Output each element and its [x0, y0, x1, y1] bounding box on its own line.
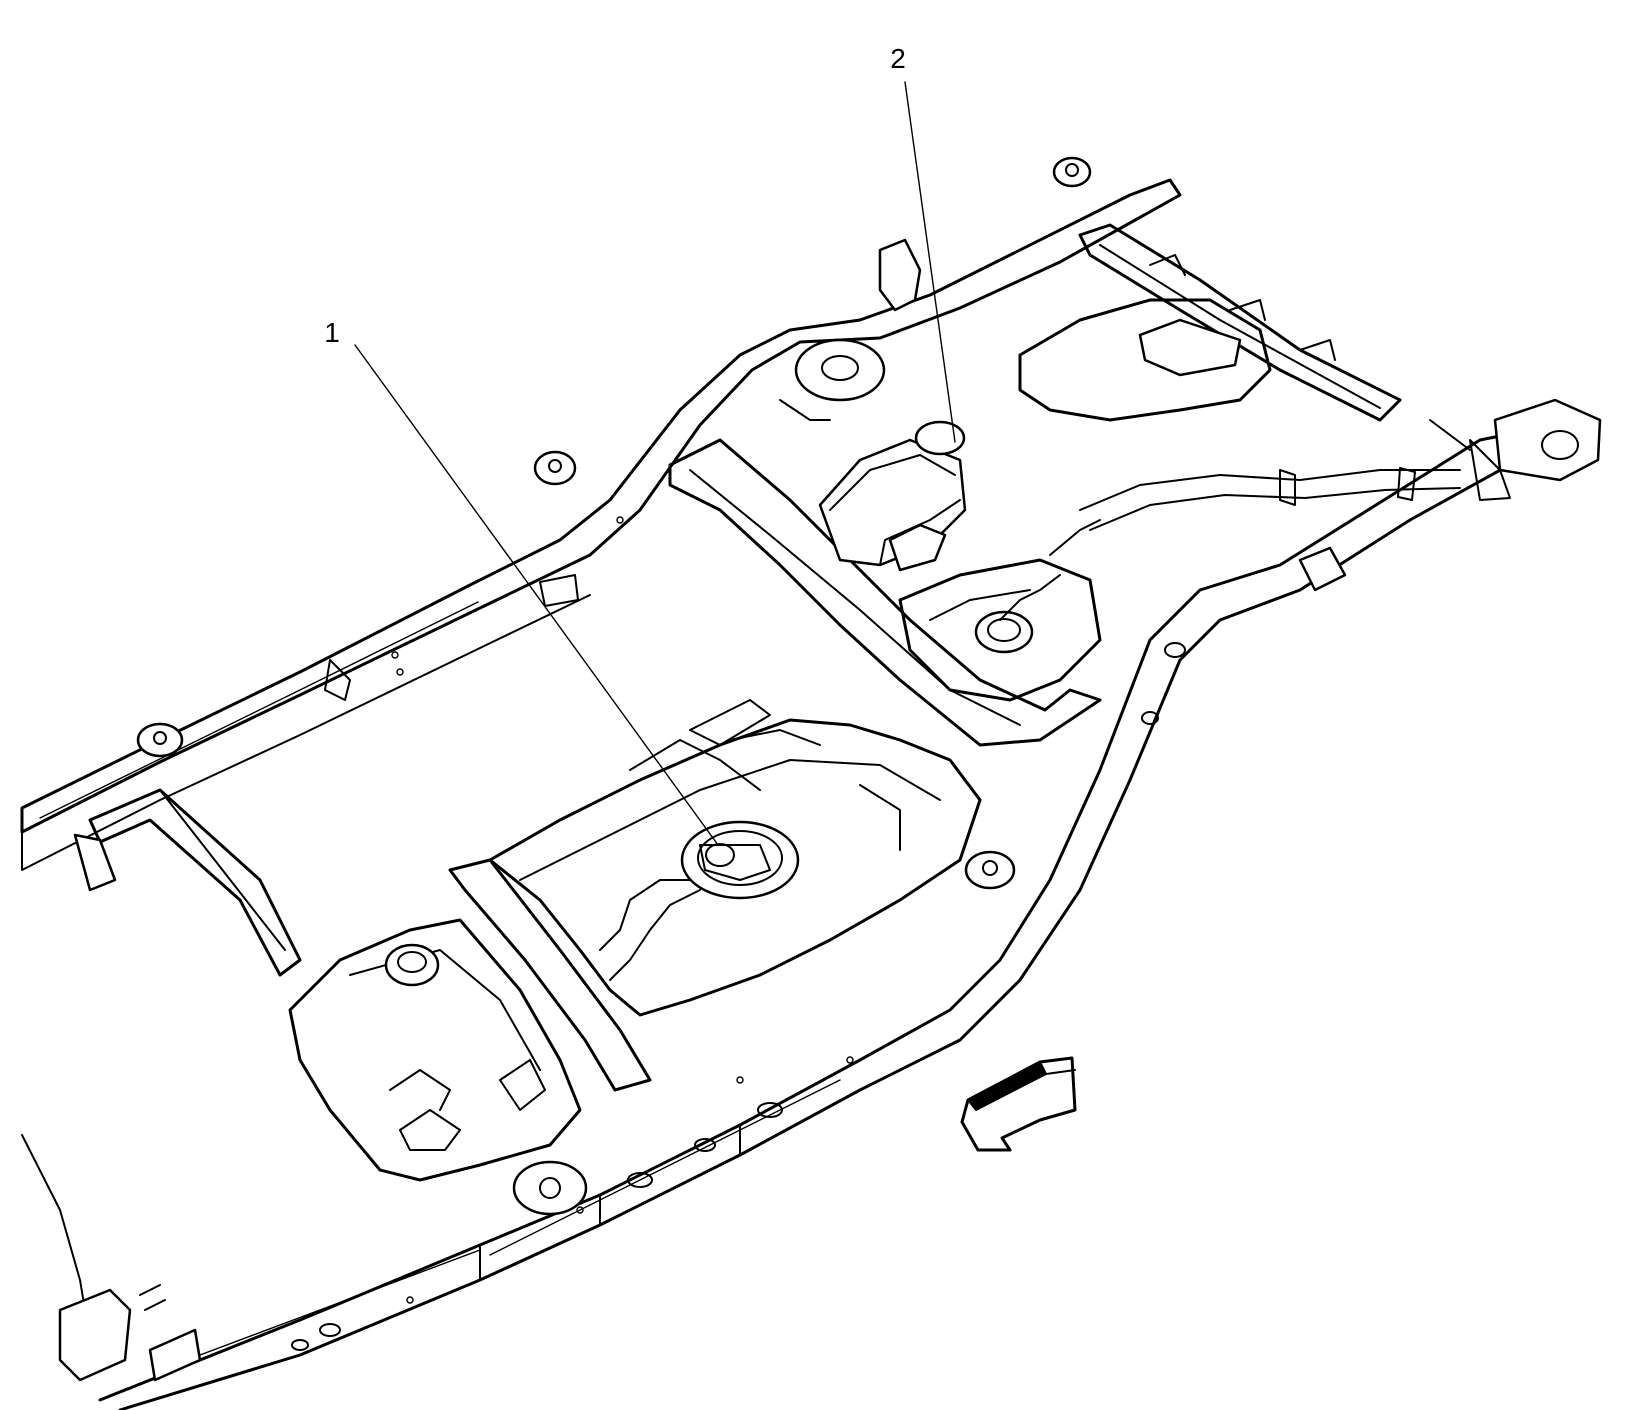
frame-detail-lower-left	[21, 1134, 202, 1382]
callout-leaders	[354, 81, 956, 846]
right-frame-rail	[98, 398, 1602, 1410]
fuel-tank-main	[488, 699, 982, 1017]
left-frame-rail	[20, 156, 1182, 871]
fuel-tank-front	[288, 918, 582, 1182]
forward-direction-arrow-icon	[960, 1056, 1077, 1152]
evap-canister-area	[779, 298, 1461, 702]
callout-1-label: 1	[324, 317, 340, 348]
crossmembers	[73, 223, 1471, 1092]
callout-2-label: 2	[890, 43, 906, 74]
